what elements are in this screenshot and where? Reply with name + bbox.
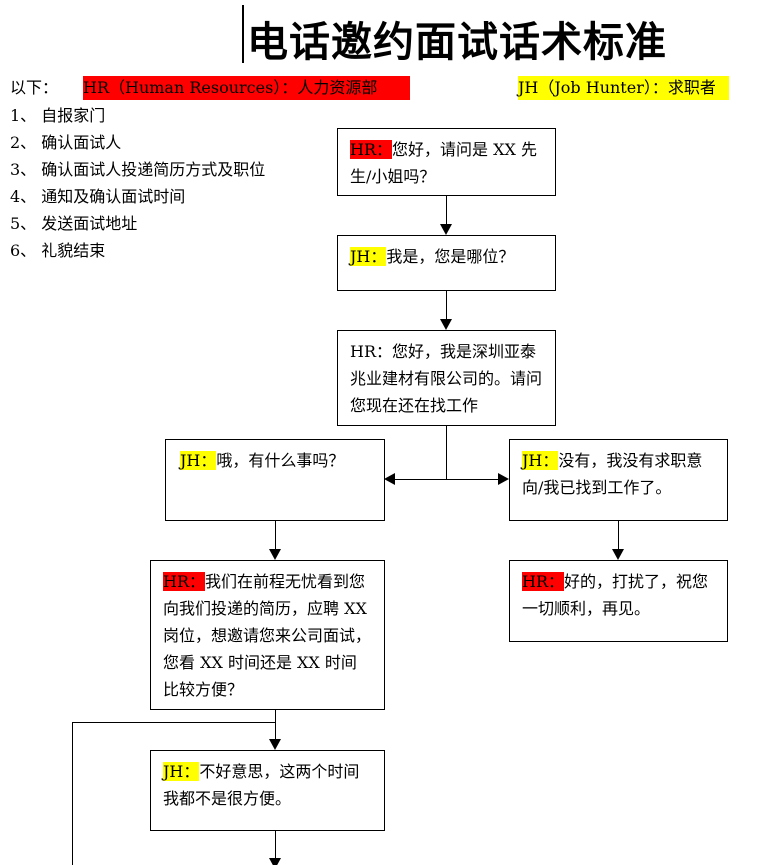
- connector: [275, 830, 276, 865]
- box-text: 没有，我没有求职意向/我已找到工作了。: [522, 451, 703, 497]
- flow-box-jh-reply: JH：我是，您是哪位？: [337, 235, 556, 291]
- speaker-jh: JH：: [522, 451, 559, 470]
- box-text: 我是，您是哪位？: [386, 247, 515, 266]
- flow-box-hr-goodbye: HR：好的，打扰了，祝您一切顺利，再见。: [509, 560, 728, 642]
- speaker-jh: JH：: [350, 247, 387, 266]
- connector: [275, 709, 276, 740]
- connector: [446, 425, 447, 479]
- speaker-hr: HR：: [522, 572, 565, 591]
- speaker-hr: HR：: [350, 342, 393, 361]
- flow-box-hr-greeting: HR：您好，请问是 XX 先生/小姐吗？: [337, 128, 556, 196]
- speaker-jh: JH：: [180, 451, 217, 470]
- arrow-down-icon: [440, 224, 452, 235]
- box-text: 您好，请问是 XX 先生/小姐吗？: [350, 140, 537, 186]
- arrow-down-icon: [269, 549, 281, 560]
- flow-box-hr-invite: HR：我们在前程无忧看到您向我们投递的简历，应聘 XX 岗位，想邀请您来公司面试…: [150, 560, 385, 710]
- text-cursor: [242, 5, 244, 63]
- flow-box-jh-unavailable: JH：不好意思，这两个时间我都不是很方便。: [150, 750, 385, 831]
- connector: [446, 195, 447, 225]
- speaker-hr: HR：: [350, 140, 393, 159]
- flow-box-jh-interested: JH：哦，有什么事吗？: [165, 439, 385, 521]
- connector: [275, 520, 276, 550]
- box-text: 您好，我是深圳亚泰兆业建材有限公司的。请问您现在还在找工作: [350, 342, 543, 415]
- box-text: 好的，打扰了，祝您一切顺利，再见。: [522, 572, 709, 618]
- speaker-hr: HR：: [163, 572, 206, 591]
- arrow-down-icon: [440, 319, 452, 330]
- arrow-right-icon: [498, 473, 509, 485]
- connector: [395, 479, 498, 480]
- connector: [72, 722, 73, 865]
- box-text: 不好意思，这两个时间我都不是很方便。: [163, 762, 360, 808]
- box-text: 哦，有什么事吗？: [216, 451, 345, 470]
- step-item: 1、 自报家门: [10, 106, 106, 125]
- flow-box-jh-not-interested: JH：没有，我没有求职意向/我已找到工作了。: [509, 439, 728, 521]
- steps-list: 1、 自报家门 2、 确认面试人 3、 确认面试人投递简历方式及职位 4、 通知…: [10, 102, 265, 264]
- step-item: 4、 通知及确认面试时间: [10, 187, 186, 206]
- box-text: 我们在前程无忧看到您向我们投递的简历，应聘 XX 岗位，想邀请您来公司面试，您看…: [163, 572, 372, 699]
- step-item: 6、 礼貌结束: [10, 241, 106, 260]
- connector: [72, 722, 275, 723]
- connector: [618, 520, 619, 550]
- arrow-left-icon: [384, 473, 395, 485]
- step-item: 3、 确认面试人投递简历方式及职位: [10, 160, 266, 179]
- legend-hr: HR（Human Resources）：人力资源部: [83, 76, 410, 100]
- arrow-down-icon: [269, 858, 281, 865]
- legend-jh: JH（Job Hunter）：求职者: [518, 76, 729, 100]
- arrow-down-icon: [269, 739, 281, 750]
- step-item: 5、 发送面试地址: [10, 214, 138, 233]
- step-item: 2、 确认面试人: [10, 133, 122, 152]
- legend-prefix: 以下：: [10, 78, 59, 97]
- page-title: 电话邀约面试话术标准: [247, 18, 667, 66]
- connector: [446, 290, 447, 320]
- flow-box-hr-intro: HR：您好，我是深圳亚泰兆业建材有限公司的。请问您现在还在找工作: [337, 330, 556, 426]
- speaker-jh: JH：: [163, 762, 200, 781]
- arrow-down-icon: [612, 549, 624, 560]
